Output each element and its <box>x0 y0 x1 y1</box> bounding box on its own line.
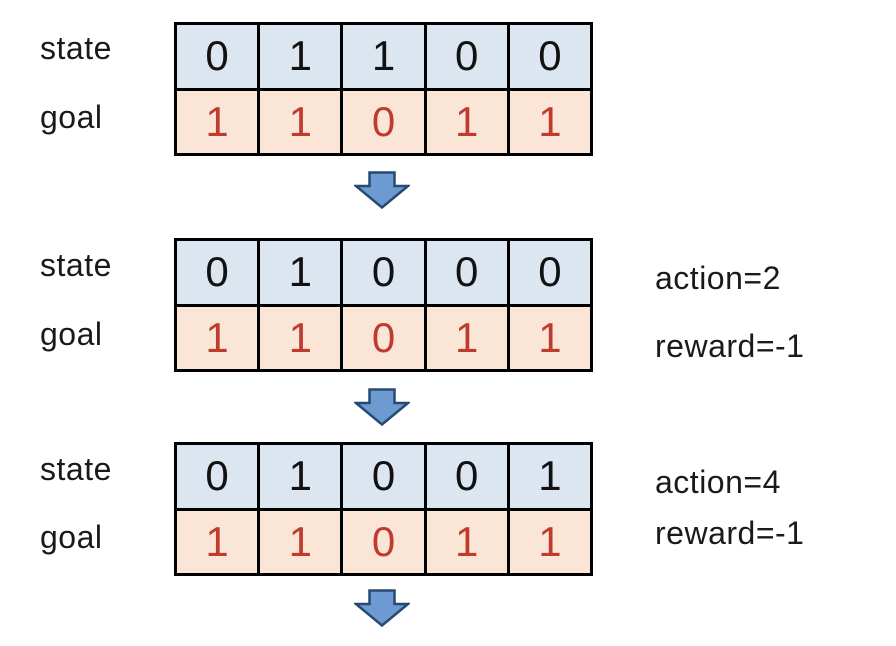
bits-table-step3: 0 1 0 0 1 1 1 0 1 1 <box>174 442 593 576</box>
state-bit-cell: 0 <box>177 25 258 88</box>
state-bit-cell: 0 <box>423 241 507 304</box>
state-bit-cell: 0 <box>506 241 591 304</box>
goal-label: goal <box>40 99 103 135</box>
goal-bit-cell: 0 <box>340 90 424 153</box>
goal-row: 1 1 0 1 1 <box>177 87 591 153</box>
goal-label: goal <box>40 316 103 352</box>
goal-bit-cell: 0 <box>340 510 424 573</box>
action-text: action=2 <box>655 260 781 296</box>
state-row: 0 1 1 0 0 <box>177 25 591 88</box>
goal-label: goal <box>40 519 103 555</box>
goal-bit-cell: 1 <box>257 90 341 153</box>
goal-bit-cell: 1 <box>423 306 507 369</box>
goal-bit-cell: 1 <box>423 510 507 573</box>
state-label: state <box>40 247 112 283</box>
state-bit-cell: 0 <box>423 25 507 88</box>
goal-bit-cell: 1 <box>257 510 341 573</box>
state-bit-cell: 1 <box>257 241 341 304</box>
goal-bit-cell: 1 <box>177 90 258 153</box>
state-bit-cell: 0 <box>177 241 258 304</box>
goal-bit-cell: 1 <box>423 90 507 153</box>
goal-bit-cell: 0 <box>340 306 424 369</box>
state-bit-cell: 0 <box>340 445 424 508</box>
state-bit-cell: 0 <box>177 445 258 508</box>
state-row: 0 1 0 0 0 <box>177 241 591 304</box>
goal-row: 1 1 0 1 1 <box>177 507 591 573</box>
state-bit-cell: 1 <box>257 445 341 508</box>
goal-bit-cell: 1 <box>506 306 591 369</box>
state-label: state <box>40 30 112 66</box>
goal-bit-cell: 1 <box>257 306 341 369</box>
reward-text: reward=-1 <box>655 328 805 364</box>
goal-bit-cell: 1 <box>177 306 258 369</box>
bits-table-step2: 0 1 0 0 0 1 1 0 1 1 <box>174 238 593 372</box>
bits-table-step1: 0 1 1 0 0 1 1 0 1 1 <box>174 22 593 156</box>
goal-bit-cell: 1 <box>506 510 591 573</box>
state-bit-cell: 0 <box>340 241 424 304</box>
down-arrow-icon <box>354 171 410 209</box>
state-row: 0 1 0 0 1 <box>177 445 591 508</box>
state-bit-cell: 1 <box>506 445 591 508</box>
state-bit-cell: 1 <box>257 25 341 88</box>
down-arrow-icon <box>354 388 410 426</box>
action-text: action=4 <box>655 464 781 500</box>
down-arrow-icon <box>354 589 410 627</box>
goal-row: 1 1 0 1 1 <box>177 303 591 369</box>
state-bit-cell: 0 <box>423 445 507 508</box>
goal-bit-cell: 1 <box>177 510 258 573</box>
reward-text: reward=-1 <box>655 515 805 551</box>
state-bit-cell: 1 <box>340 25 424 88</box>
state-bit-cell: 0 <box>506 25 591 88</box>
state-label: state <box>40 451 112 487</box>
goal-bit-cell: 1 <box>506 90 591 153</box>
